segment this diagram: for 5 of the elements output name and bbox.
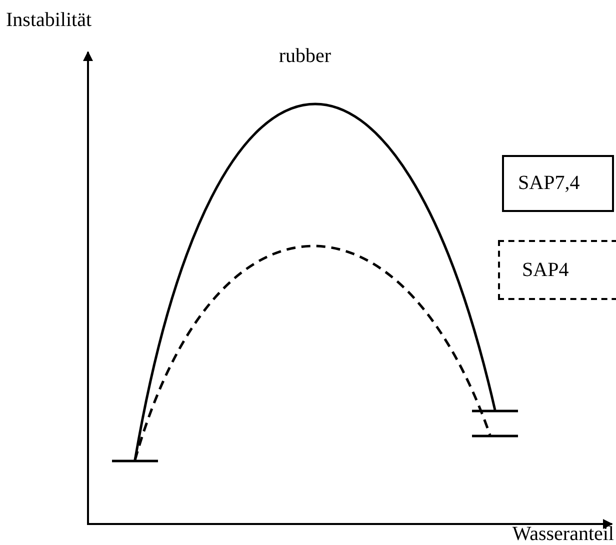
curve-label: rubber xyxy=(278,46,332,66)
legend-label: SAP7,4 xyxy=(518,172,580,195)
axis-label: Wasseranteil xyxy=(512,524,614,544)
legend-label: SAP4 xyxy=(522,258,569,282)
axis-label: Instabilität xyxy=(6,10,92,30)
